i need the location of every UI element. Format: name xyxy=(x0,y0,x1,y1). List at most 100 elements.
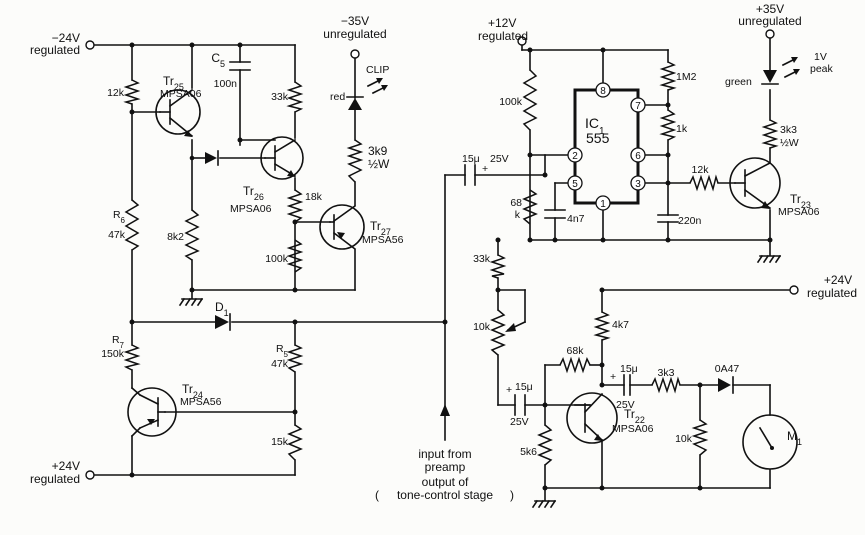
led-clip: red CLIP xyxy=(330,64,389,110)
rail-sublabel: unregulated xyxy=(738,14,801,28)
resistor-value: 47k xyxy=(108,229,126,241)
svg-text:6: 6 xyxy=(635,151,641,162)
resistor-value: 150k xyxy=(101,348,125,360)
resistor-value: 47k xyxy=(271,358,289,370)
resistor-value: 4k7 xyxy=(612,319,629,331)
resistor-value: 1k xyxy=(676,123,688,135)
transistor-tr25: Tr25 MPSA06 xyxy=(155,74,202,138)
resistor-68k-fb: 68k xyxy=(559,345,591,374)
resistor-value: 3k9 xyxy=(368,144,388,158)
ic-pin-8: 8 xyxy=(595,82,611,98)
svg-text:8: 8 xyxy=(600,86,606,97)
resistor-12k-ic: 12k xyxy=(689,164,719,192)
resistor-name: R7 xyxy=(112,334,125,350)
capacitor-15u-pot: + 15μ 25V xyxy=(506,381,533,428)
transistor-type: MPSA56 xyxy=(362,234,404,246)
resistor-value: 68 xyxy=(510,197,522,209)
svg-text:1: 1 xyxy=(600,199,606,210)
transistor-tr26: Tr26 MPSA06 xyxy=(230,136,304,215)
rail-label: +35V xyxy=(756,2,784,16)
rail-terminal-neg24: −24V regulated xyxy=(30,31,95,57)
rail-terminal-pos24-bottom: +24V regulated xyxy=(30,459,95,486)
transistor-name: Tr23 xyxy=(790,192,811,210)
ground-icon xyxy=(531,499,557,509)
resistor-18k: 18k xyxy=(286,189,323,223)
input-label: input from xyxy=(418,447,471,461)
ground-icon xyxy=(756,254,782,264)
capacitor-value: 15μ xyxy=(620,363,638,375)
ic-pin-1: 1 xyxy=(595,195,611,211)
led-color: green xyxy=(725,76,752,88)
resistor-value: 1M2 xyxy=(676,71,697,83)
resistor-value: 12k xyxy=(107,87,125,99)
terminal-icon xyxy=(789,285,799,295)
input-label: preamp xyxy=(425,460,466,474)
rail-terminal-pos12: +12V regulated xyxy=(478,16,528,46)
rail-terminal-pos24-right: +24V regulated xyxy=(789,273,857,300)
resistor-value: 33k xyxy=(271,91,289,103)
diode-name: D1 xyxy=(215,300,229,318)
resistor-name: R5 xyxy=(276,343,289,359)
diode-tr25-tr26 xyxy=(189,150,219,166)
rail-terminal-neg35: −35V unregulated xyxy=(323,14,387,59)
capacitor-value: 220n xyxy=(678,215,702,227)
resistor-5k6: 5k6 xyxy=(520,424,553,466)
input-arrow: input from preamp output of tone-control… xyxy=(375,404,514,502)
rail-sublabel: regulated xyxy=(30,43,80,57)
rail-terminal-pos35: +35V unregulated xyxy=(738,2,802,39)
potentiometer-10k: 10k xyxy=(473,309,527,356)
ic-pin-7: 7 xyxy=(630,97,646,113)
resistor-rating: ½W xyxy=(368,157,390,171)
terminal-icon xyxy=(350,49,360,59)
rail-sublabel: regulated xyxy=(30,472,80,486)
ic-pin-5: 5 xyxy=(567,175,583,191)
terminal-icon xyxy=(85,470,95,480)
resistor-value: 10k xyxy=(675,433,693,445)
rail-label: +12V xyxy=(488,16,516,30)
resistor-68k-ic: 68 k xyxy=(510,189,538,225)
transistor-type: MPSA06 xyxy=(230,203,272,215)
resistor-33k-top: 33k xyxy=(271,81,304,113)
junction-dots xyxy=(129,42,773,491)
resistor-100k-ic: 100k xyxy=(499,69,538,131)
capacitor-15u-output: + 15μ 25V xyxy=(610,363,638,411)
resistor-rating: ½W xyxy=(780,137,799,149)
led-color: red xyxy=(330,91,345,103)
diode-oa47: 0A47 xyxy=(715,363,739,394)
polarity-label: + xyxy=(506,384,512,396)
capacitor-4n7: 4n7 xyxy=(544,209,585,225)
rail-label: +24V xyxy=(52,459,80,473)
meter-m1: M1 xyxy=(742,414,802,470)
resistor-3k3-meter: 3k3 xyxy=(651,367,681,394)
ic-type: 555 xyxy=(586,130,610,146)
resistor-value: 100k xyxy=(265,253,289,265)
resistor-unit: k xyxy=(515,209,521,221)
terminal-icon xyxy=(85,40,95,50)
transistor-tr22: Tr22 MPSA06 xyxy=(566,392,654,444)
capacitor-voltage: 25V xyxy=(510,416,529,428)
resistor-value: 100k xyxy=(499,96,523,108)
resistor-33k-mid: 33k xyxy=(473,253,507,279)
polarity-label: + xyxy=(610,371,616,383)
rail-sublabel: regulated xyxy=(807,286,857,300)
right-section-wiring xyxy=(497,37,791,501)
resistor-3k9: 3k9 ½W xyxy=(346,139,390,183)
resistor-10k-meter: 10k xyxy=(675,419,709,456)
resistor-1k: 1k xyxy=(659,109,688,141)
capacitor-220n: 220n xyxy=(657,214,702,227)
transistor-name: Tr27 xyxy=(370,219,391,237)
input-label: output of xyxy=(422,475,469,489)
ground-icon xyxy=(178,297,204,307)
resistor-value: 5k6 xyxy=(520,446,537,458)
resistor-12k-top: 12k xyxy=(107,79,141,105)
rail-label: −24V xyxy=(52,31,80,45)
capacitor-value: 100n xyxy=(214,78,238,90)
transistor-name: Tr26 xyxy=(243,184,264,202)
resistor-name: R6 xyxy=(113,209,126,225)
transistor-type: MPSA56 xyxy=(180,396,222,408)
rail-sublabel: regulated xyxy=(478,29,528,43)
resistor-r7: R7 150k xyxy=(101,334,141,371)
resistor-value: 10k xyxy=(473,321,491,333)
capacitor-value: 4n7 xyxy=(567,213,585,225)
